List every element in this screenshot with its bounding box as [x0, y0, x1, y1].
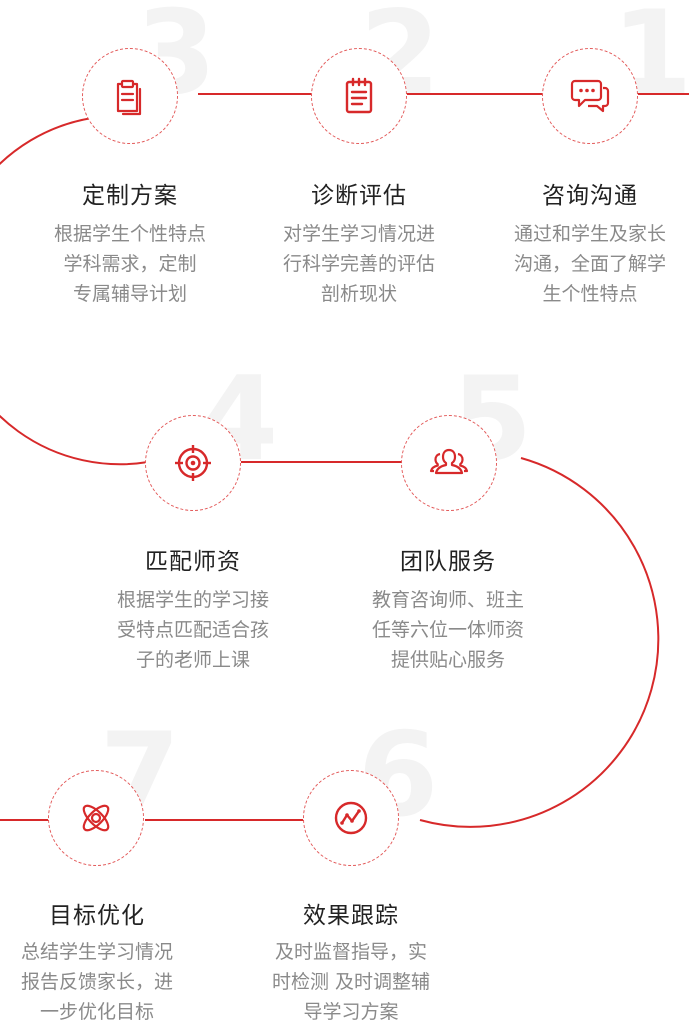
step-5-desc-line: 教育咨询师、班主 [371, 589, 524, 611]
step-1-desc: 通过和学生及家长 沟通，全面了解学 生个性特点 [490, 219, 689, 309]
step-6-desc-line: 及时监督指导，实 [274, 941, 427, 963]
step-2-icon-circle [311, 48, 407, 144]
step-1-title: 咨询沟通 [542, 183, 638, 209]
step-5-desc-line: 提供贴心服务 [390, 649, 505, 671]
target-icon [175, 445, 211, 481]
step-3-desc-line: 学科需求，定制 [63, 253, 197, 275]
step-2-desc-line: 对学生学习情况进 [282, 223, 435, 245]
clipboard-icon [116, 79, 142, 116]
chat-bubbles-icon [570, 79, 610, 113]
step-4-icon-circle [145, 415, 241, 511]
step-4-desc: 根据学生的学习接 受特点匹配适合孩 子的老师上课 [93, 585, 293, 675]
step-2-desc-line: 行科学完善的评估 [282, 253, 435, 275]
step-4-desc-line: 根据学生的学习接 [116, 589, 269, 611]
step-3-title: 定制方案 [82, 183, 178, 209]
step-5-desc-line: 任等六位一体师资 [371, 619, 524, 641]
step-1-desc-line: 通过和学生及家长 [513, 223, 666, 245]
step-1-desc-line: 沟通，全面了解学 [513, 253, 666, 275]
step-4-desc-line: 受特点匹配适合孩 [116, 619, 269, 641]
step-6-icon-circle [303, 770, 399, 866]
team-icon [429, 448, 469, 475]
step-2-title: 诊断评估 [311, 183, 407, 209]
step-3-desc: 根据学生个性特点 学科需求，定制 专属辅导计划 [30, 219, 230, 309]
step-7-desc-line: 一步优化目标 [39, 1001, 154, 1023]
step-3-desc-line: 专属辅导计划 [72, 283, 187, 305]
step-5-title: 团队服务 [400, 549, 496, 575]
step-6-desc-line: 导学习方案 [303, 1001, 399, 1023]
step-2-desc: 对学生学习情况进 行科学完善的评估 剖析现状 [259, 219, 459, 309]
atom-icon [82, 804, 110, 832]
step-3-icon-circle [82, 48, 178, 144]
step-1-desc-line: 生个性特点 [542, 283, 638, 305]
step-2-desc-line: 剖析现状 [320, 283, 397, 305]
step-7-title: 目标优化 [49, 903, 145, 929]
step-4-title: 匹配师资 [145, 549, 241, 575]
step-6-desc-line: 时检测 及时调整辅 [271, 971, 431, 993]
step-5-desc: 教育咨询师、班主 任等六位一体师资 提供贴心服务 [348, 585, 548, 675]
step-3-desc-line: 根据学生个性特点 [53, 223, 206, 245]
step-7-desc: 总结学生学习情况 报告反馈家长，进 一步优化目标 [0, 937, 197, 1027]
step-7-desc-line: 总结学生学习情况 [20, 941, 173, 963]
step-5-icon-circle [401, 415, 497, 511]
step-6-title: 效果跟踪 [303, 903, 399, 929]
notepad-icon [345, 77, 373, 114]
trend-line-icon [334, 801, 368, 835]
step-7-icon-circle [48, 770, 144, 866]
step-1-icon-circle [542, 48, 638, 144]
step-7-desc-line: 报告反馈家长，进 [20, 971, 173, 993]
step-6-desc: 及时监督指导，实 时检测 及时调整辅 导学习方案 [251, 937, 451, 1027]
step-4-desc-line: 子的老师上课 [135, 649, 250, 671]
